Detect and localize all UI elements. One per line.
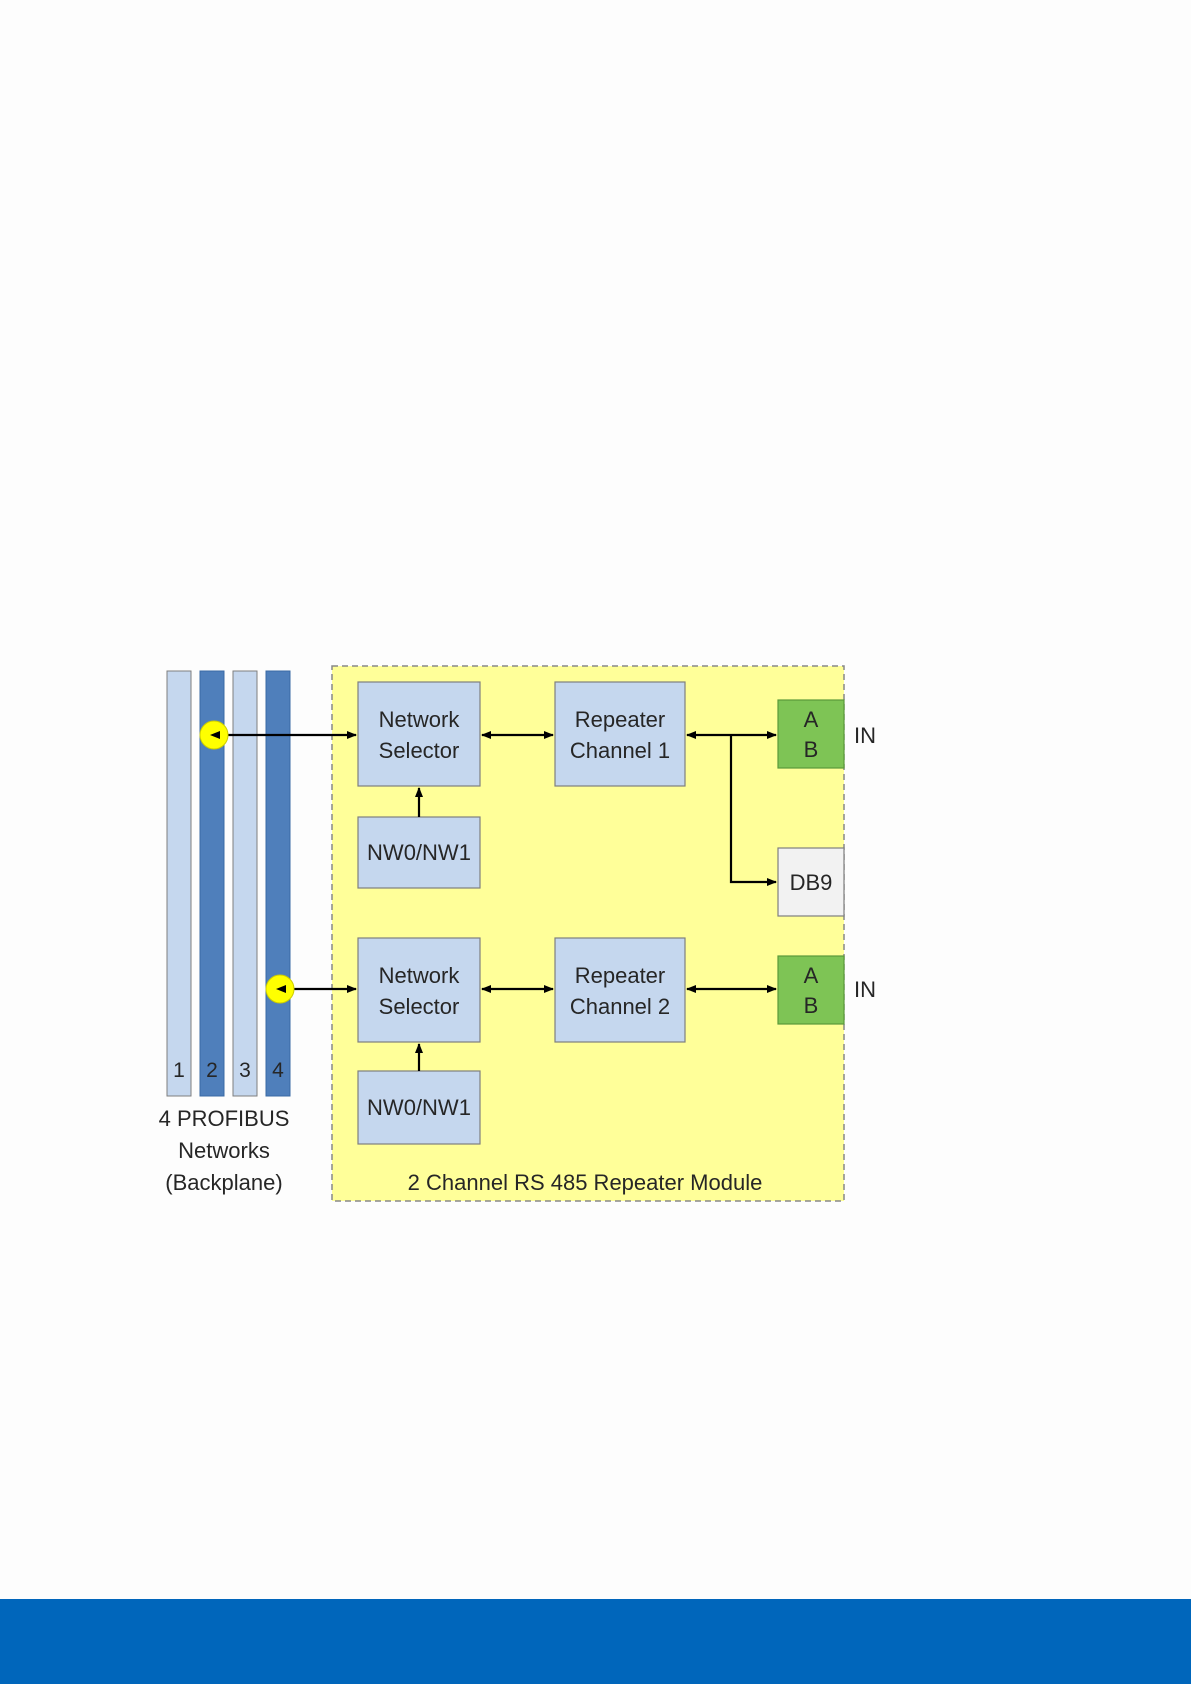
connector-1-b: B bbox=[804, 737, 819, 762]
repeater-channel-2-line-2: Channel 2 bbox=[570, 994, 670, 1019]
module-caption: 2 Channel RS 485 Repeater Module bbox=[408, 1170, 763, 1195]
footer-bar bbox=[0, 1599, 1191, 1684]
connector-2-a: A bbox=[804, 963, 819, 988]
repeater-channel-2 bbox=[555, 938, 685, 1042]
network-selector-2-line-2: Selector bbox=[379, 994, 460, 1019]
repeater-channel-1-line-1: Repeater bbox=[575, 707, 666, 732]
connector-2-b: B bbox=[804, 993, 819, 1018]
bus-2-label: 2 bbox=[206, 1059, 218, 1082]
network-selector-1 bbox=[358, 682, 480, 786]
repeater-channel-2-line-1: Repeater bbox=[575, 963, 666, 988]
repeater-block-diagram: 1 2 3 4 4 PROFIBUS Networks (Backplane) … bbox=[0, 0, 1191, 1599]
connector-1-in-label: IN bbox=[854, 723, 876, 748]
bus-caption-line-2: Networks bbox=[178, 1138, 270, 1163]
network-selector-1-line-2: Selector bbox=[379, 738, 460, 763]
switch-1-label: NW0/NW1 bbox=[367, 840, 471, 865]
connector-1-a: A bbox=[804, 707, 819, 732]
bus-3-label: 3 bbox=[239, 1059, 251, 1082]
bus-caption-line-3: (Backplane) bbox=[165, 1170, 282, 1195]
bus-caption-line-1: 4 PROFIBUS bbox=[159, 1106, 290, 1131]
bus-4-label: 4 bbox=[272, 1059, 284, 1082]
repeater-channel-1-line-2: Channel 1 bbox=[570, 738, 670, 763]
connector-2-in-label: IN bbox=[854, 977, 876, 1002]
repeater-channel-1 bbox=[555, 682, 685, 786]
db9-label: DB9 bbox=[790, 870, 833, 895]
network-selector-2-line-1: Network bbox=[379, 963, 461, 988]
network-selector-2 bbox=[358, 938, 480, 1042]
network-selector-1-line-1: Network bbox=[379, 707, 461, 732]
switch-2-label: NW0/NW1 bbox=[367, 1095, 471, 1120]
bus-1-label: 1 bbox=[173, 1059, 185, 1082]
bus-1 bbox=[167, 671, 191, 1096]
